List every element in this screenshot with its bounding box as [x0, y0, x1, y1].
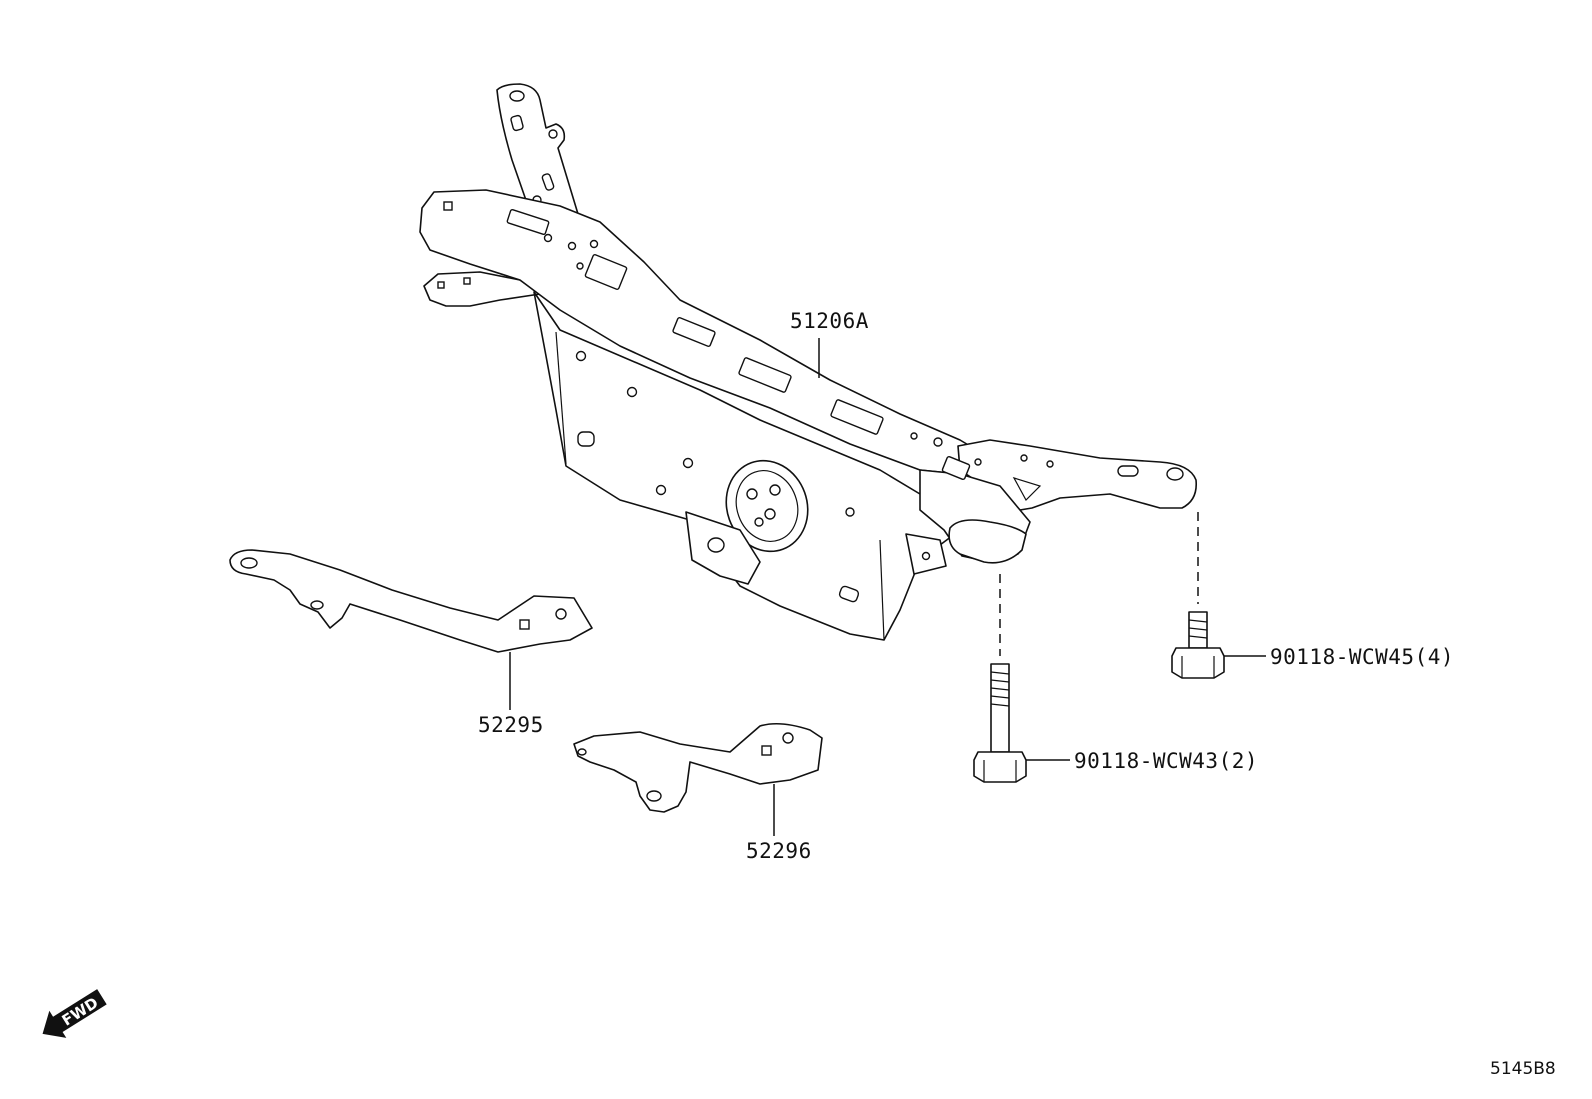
long-bolt-part-label: 90118-WCW43(2) [1074, 749, 1258, 773]
fwd-arrow-icon: FWD [42, 989, 107, 1038]
short-bolt-icon [1171, 611, 1225, 679]
brace-left-icon [229, 549, 593, 653]
short-bolt-part-label: 90118-WCW45(4) [1270, 645, 1454, 669]
brace-right-part-label: 52296 [746, 839, 812, 863]
brace-right-icon [573, 722, 823, 813]
diagram-code: 5145B8 [1490, 1059, 1556, 1079]
brace-left-part-label: 52295 [478, 713, 544, 737]
fwd-label: FWD [59, 994, 102, 1030]
crossmember-part-label: 51206A [790, 309, 869, 333]
long-bolt-icon [973, 663, 1027, 783]
rear-crossmember-icon [419, 83, 1198, 641]
